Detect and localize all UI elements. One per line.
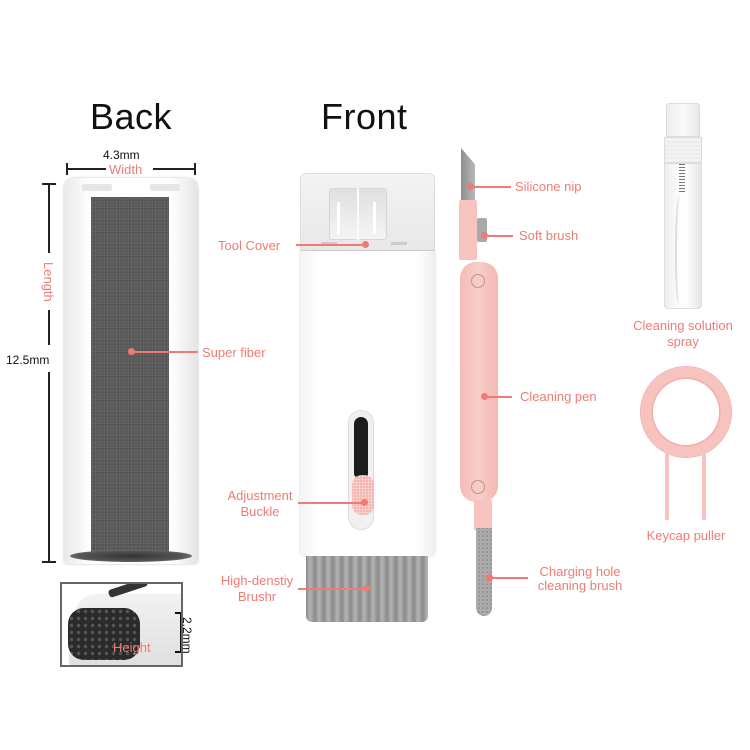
tool-cover-leader (296, 244, 362, 246)
adjustment-buckle[interactable] (352, 475, 374, 515)
keycap-puller-leg-left (665, 452, 669, 520)
adjustment-buckle-marker (361, 499, 368, 506)
cleaning-pen-grip[interactable] (460, 262, 498, 502)
brush-head (68, 608, 140, 660)
spray-nozzle (664, 137, 702, 163)
adjustment-buckle-leader (298, 502, 361, 504)
soft-brush-label: Soft brush (519, 228, 579, 243)
keycap-puller-ring (641, 367, 731, 457)
cleaning-pen-leader (487, 396, 512, 398)
brush-label-2: Brushr (237, 589, 277, 604)
back-device-bottom (70, 550, 192, 562)
super-fiber-marker (128, 348, 135, 355)
spray-label-1: Cleaning solution (633, 318, 733, 333)
spray-cap (666, 103, 700, 137)
height-label: Height (113, 640, 151, 655)
length-line-bottom (48, 372, 50, 562)
charging-hole-brush (476, 528, 492, 616)
spray-label-2: spray (667, 334, 699, 349)
keycap-puller-label: Keycap puller (646, 528, 726, 543)
back-title: Back (90, 96, 173, 137)
spray-bottle (664, 163, 702, 309)
silicone-nip-leader (473, 186, 511, 188)
soft-brush-marker (481, 232, 488, 239)
brush-marker (363, 585, 370, 592)
silicone-nip-label: Silicone nip (515, 179, 582, 194)
pen-shaft-lower (474, 500, 492, 530)
height-inset-box (60, 582, 183, 667)
front-title: Front (321, 96, 408, 137)
height-value: 2.2mm (180, 617, 194, 654)
cleaning-pen-marker (481, 393, 488, 400)
cleaning-pen-label: Cleaning pen (520, 389, 597, 404)
keycap-puller-leg-right (702, 452, 706, 520)
charging-brush-label-1: Charging hole (539, 564, 621, 579)
adjustment-buckle-label-1: Adjustment (227, 488, 293, 503)
pen-shaft-upper (459, 200, 477, 260)
tool-cover[interactable] (300, 173, 435, 251)
soft-brush-leader (487, 235, 513, 237)
front-device-body (300, 251, 435, 556)
width-label: Width (109, 162, 143, 177)
slider-slot (354, 417, 368, 477)
tool-cover-label: Tool Cover (218, 238, 281, 253)
length-label: Length (41, 262, 56, 302)
brush-leader (298, 588, 363, 590)
soft-brush (477, 218, 487, 242)
super-fiber-pad (91, 197, 169, 557)
tool-cover-marker (362, 241, 369, 248)
charging-brush-leader (492, 577, 528, 579)
charging-brush-marker (486, 574, 493, 581)
length-value: 12.5mm (6, 353, 50, 367)
length-tick-bottom (42, 561, 56, 563)
brush-label-1: High-denstiy (220, 573, 294, 588)
super-fiber-label: Super fiber (202, 345, 266, 360)
width-value: 4.3mm (103, 148, 140, 162)
back-device-body (64, 178, 198, 564)
length-line-mid (48, 310, 50, 345)
width-dimension-line (66, 163, 196, 175)
super-fiber-leader (134, 351, 198, 353)
adjustment-buckle-label-2: Buckle (240, 504, 280, 519)
silicone-nip (461, 148, 475, 202)
charging-brush-label-2: cleaning brush (537, 578, 623, 593)
length-line-top (48, 183, 50, 253)
silicone-nip-marker (467, 183, 474, 190)
